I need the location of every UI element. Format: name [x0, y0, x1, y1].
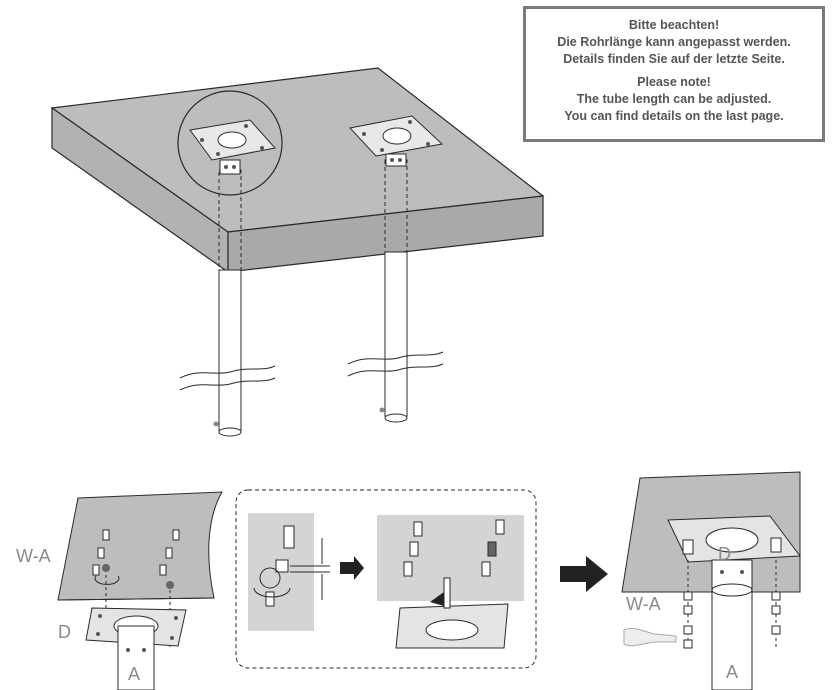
notice-title-en: Please note! — [637, 75, 711, 89]
label-leg-left: A — [128, 664, 141, 684]
adjustment-notice: Bitte beachten! Die Rohrlänge kann angep… — [523, 6, 825, 142]
notice-line1-en: The tube length can be adjusted. — [576, 92, 772, 106]
notice-line2-en: You can find details on the last page. — [564, 109, 784, 123]
mounting-plate-right — [349, 115, 444, 167]
leg-left — [179, 169, 276, 437]
label-bolts-right: W-A — [626, 594, 661, 614]
detail-right — [621, 471, 801, 690]
detail-left — [57, 491, 223, 690]
arrow-icon — [560, 556, 608, 592]
label-plate-right: D — [718, 544, 731, 564]
tabletop-main — [50, 67, 545, 274]
detail-middle — [235, 489, 537, 669]
label-leg-right: A — [726, 662, 739, 682]
notice-line1-de: Die Rohrlänge kann angepasst werden. — [557, 35, 791, 49]
label-plate-left: D — [58, 622, 71, 642]
mounting-plate-left — [177, 90, 283, 196]
label-tabletop-bolts: W-A — [16, 546, 51, 566]
notice-title-de: Bitte beachten! — [628, 18, 720, 32]
notice-line2-de: Details finden Sie auf der letzte Seite. — [563, 52, 785, 66]
